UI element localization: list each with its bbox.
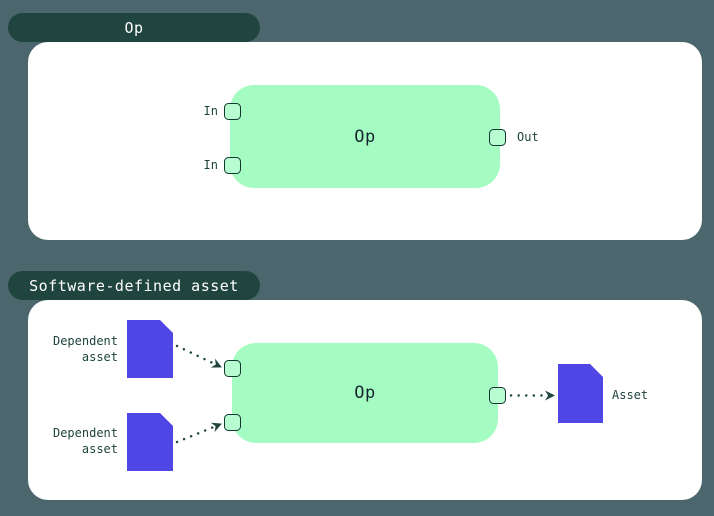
dependent-asset-document-icon-2: [127, 413, 173, 471]
sda-input-port-2: [224, 414, 241, 431]
output-label: Out: [517, 130, 539, 144]
sda-section-tag-label: Software-defined asset: [29, 276, 239, 295]
input-label-1: In: [203, 104, 218, 118]
op-node-label: Op: [354, 126, 376, 147]
dependent-asset-label-2: Dependent asset: [52, 426, 118, 456]
op-section-tag: Op: [8, 13, 260, 42]
input-label-2: In: [203, 158, 218, 172]
input-port-2: [224, 157, 241, 174]
op-node: Op: [230, 85, 500, 188]
sda-output-port: [489, 387, 506, 404]
sda-section-tag: Software-defined asset: [8, 271, 260, 300]
op-section-tag-label: Op: [124, 18, 144, 37]
asset-document-icon: [558, 364, 603, 423]
output-port: [489, 129, 506, 146]
asset-label: Asset: [612, 388, 649, 402]
dependent-asset-document-icon-1: [127, 320, 173, 378]
sda-op-node-label: Op: [354, 383, 376, 403]
sda-op-node: Op: [232, 343, 498, 443]
dependent-asset-label-1: Dependent asset: [52, 334, 118, 364]
input-port-1: [224, 103, 241, 120]
sda-input-port-1: [224, 360, 241, 377]
